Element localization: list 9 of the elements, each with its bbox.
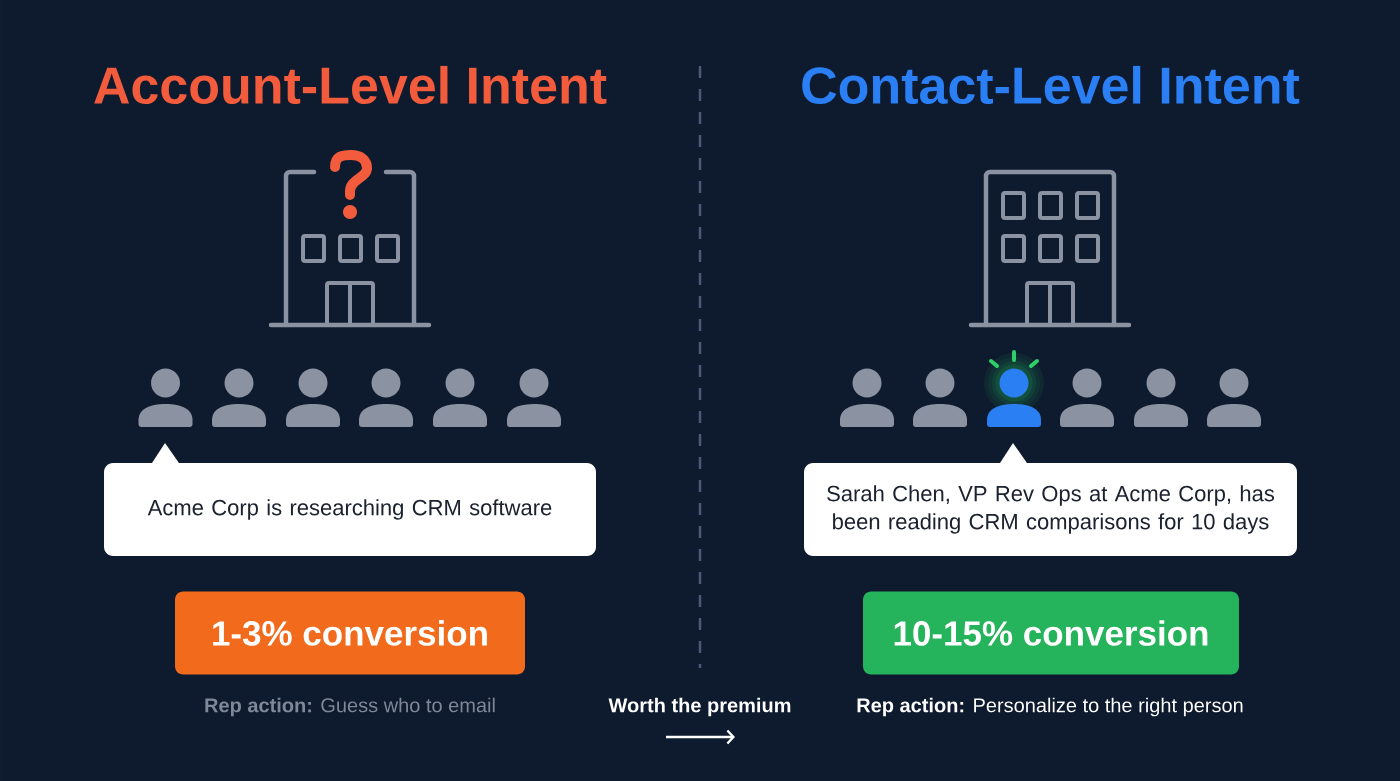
note-text: Rep action: Personalize to the right person <box>857 697 1243 717</box>
stat-box: 1-3% conversion <box>175 591 525 675</box>
stat-box: 10-15% conversion <box>863 591 1239 675</box>
arrow-label: Worth the premium <box>608 697 791 717</box>
note-text: Rep action: Guess who to email <box>205 697 495 717</box>
heading: Account-Level Intent <box>94 65 607 105</box>
speech-bubble: Sarah Chen, VP Rev Ops at Acme Corp, has been reading CRM comparisons for 10 days <box>804 443 1297 556</box>
speech-bubble: Acme Corp is researching CRM software <box>104 443 596 556</box>
heading: Contact-Level Intent <box>802 65 1300 105</box>
